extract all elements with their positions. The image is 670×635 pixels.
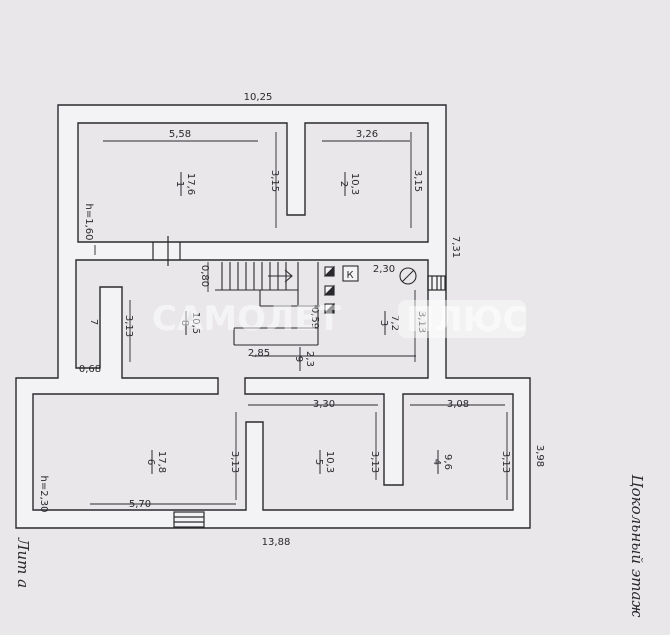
dim-room8-seven: 7 [88,319,99,325]
lit-label: Лит а [14,537,32,588]
dim-room5-330: 3,30 [313,399,335,410]
watermark-right: ПЛЮС [406,300,528,340]
room-6-number: 6 [145,459,156,465]
room-4-area: 9,6 [442,454,453,470]
room-3-area: 7,2 [389,315,400,331]
dim-top-overall: 10,25 [244,92,273,103]
room-9-area: 2,3 [304,351,315,367]
room-1-area: 17,6 [185,173,196,195]
dim-room3-230: 2,30 [373,264,395,275]
dim-bottom-overall: 13,88 [262,537,291,548]
room-3-number: 3 [378,320,389,326]
dim-stair-080: 0,80 [199,265,210,287]
room-8-area: 10,5 [190,312,201,334]
room-9-number: 9 [293,356,304,362]
room-1-number: 1 [174,181,185,187]
k-symbol-label: К [346,270,353,281]
dim-stair-059: 0,59 [309,307,320,329]
dim-room8-313: 3,13 [123,315,134,337]
floor-title: Цокольный этаж [628,475,646,618]
room-fraction-bars [151,172,439,474]
room-6-area: 17,8 [156,451,167,473]
dim-room8-068: 0,68 [79,364,101,375]
room-8-number: 8 [179,320,190,326]
dim-right-upper: 7,31 [450,236,461,258]
watermark-left: САМОЛЕТ [152,299,341,339]
room-5-number: 5 [313,459,324,465]
dim-room2-width: 3,26 [356,129,378,140]
staircase [215,262,320,346]
dim-room2-height: 3,15 [412,170,423,192]
dim-room6-ceiling: h=2,30 [38,476,49,513]
room-4-number: 4 [431,459,442,465]
room-5-area: 10,3 [324,451,335,473]
dimension-lines [90,132,508,505]
dim-room4-313: 3,13 [500,451,511,473]
dim-room4-308: 3,08 [447,399,469,410]
dim-right-lower: 3,98 [534,445,545,467]
room-2-area: 10,3 [349,173,360,195]
room-2-number: 2 [338,181,349,187]
dim-room5-313: 3,13 [369,451,380,473]
dim-room6-570: 5,70 [129,499,151,510]
dim-room1-width: 5,58 [169,129,191,140]
dim-room1-ceiling: h=1,60 [83,204,94,241]
dim-room3-313: 3,13 [416,311,427,333]
dim-room1-height: 3,15 [269,170,280,192]
building-walls [15,104,531,529]
dim-room6-313: 3,13 [229,451,240,473]
door-marks [152,236,446,528]
watermark-badge [398,300,526,338]
dim-room8-285: 2,85 [248,348,270,359]
utility-symbols [323,265,417,314]
